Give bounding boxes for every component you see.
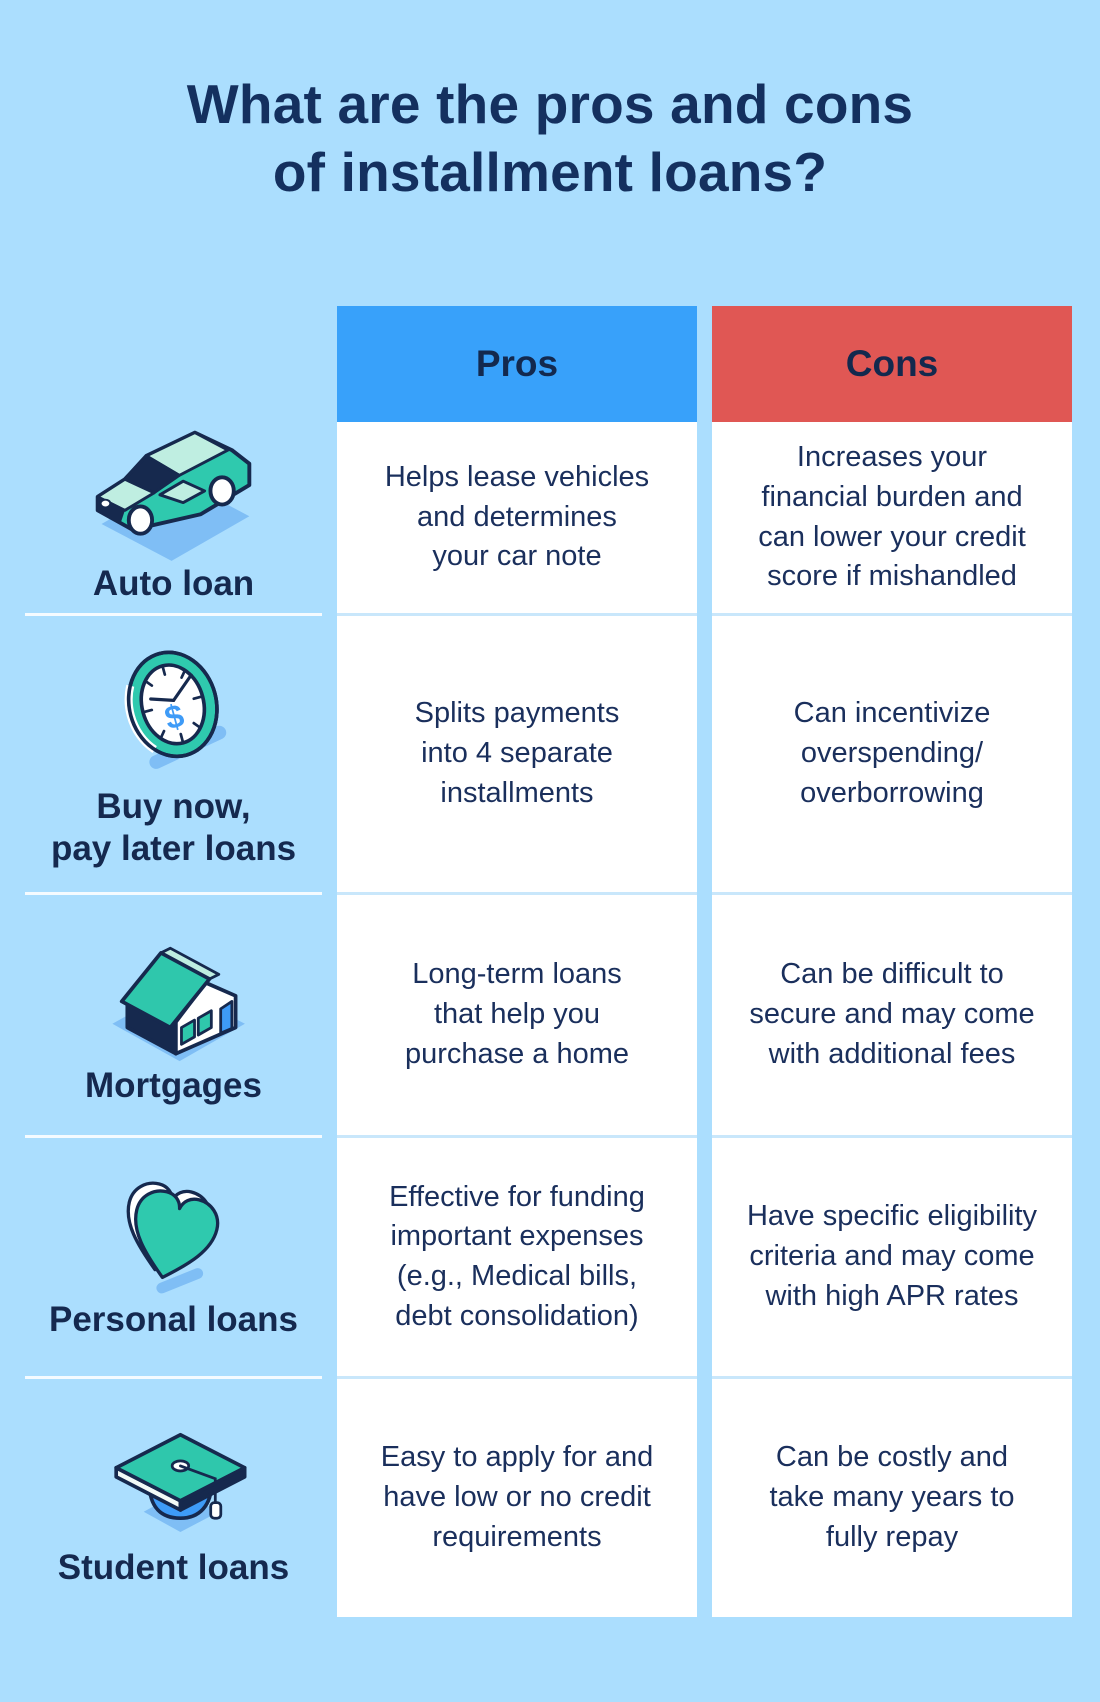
row-label: Mortgages — [85, 1066, 262, 1105]
student-loans-label-block: Student loans — [58, 1407, 289, 1589]
pros-cons-table: Pros Cons Auto loan — [25, 306, 1072, 1617]
row-label-cell-student-loans: Student loans — [25, 1376, 322, 1617]
cons-text: Increases your financial burden and can … — [758, 441, 1026, 593]
pros-cell-personal-loans: Effective for funding important expenses… — [337, 1135, 697, 1376]
personal-loans-label-block: Personal loans — [49, 1173, 298, 1341]
pros-text: Splits payments into 4 separate installm… — [414, 697, 620, 809]
cons-cell-personal-loans: Have specific eligibility criteria and m… — [712, 1135, 1072, 1376]
cons-cell-auto-loan: Increases your financial burden and can … — [712, 422, 1072, 613]
pros-header-label: Pros — [475, 343, 559, 384]
row-label-cell-auto-loan: Auto loan — [25, 422, 322, 613]
car-icon — [95, 430, 252, 561]
cons-text: Can incentivize overspending/ overborrow… — [793, 697, 991, 809]
title-area: What are the pros and cons of installmen… — [0, 0, 1100, 306]
row-label-cell-personal-loans: Personal loans — [25, 1135, 322, 1376]
header-spacer — [25, 306, 322, 422]
row-label: Personal loans — [49, 1300, 298, 1339]
cons-text: Can be difficult to secure and may come … — [749, 958, 1035, 1070]
cons-cell-bnpl: Can incentivize overspending/ overborrow… — [712, 613, 1072, 892]
clock-icon: $ — [124, 647, 227, 769]
cons-text: Can be costly and take many years to ful… — [769, 1441, 1015, 1553]
pros-cell-student-loans: Easy to apply for and have low or no cre… — [337, 1376, 697, 1617]
house-icon — [111, 946, 245, 1062]
row-label-cell-mortgages: Mortgages — [25, 892, 322, 1135]
graduation-cap-icon — [113, 1432, 246, 1532]
pros-cell-auto-loan: Helps lease vehicles and determines your… — [337, 422, 697, 613]
pros-cell-mortgages: Long-term loans that help you purchase a… — [337, 892, 697, 1135]
bnpl-label-block: $ Buy now, pay later loans — [51, 639, 296, 870]
mortgages-label-block: Mortgages — [85, 923, 262, 1107]
pros-text: Helps lease vehicles and determines your… — [384, 460, 650, 573]
row-label-cell-bnpl: $ Buy now, pay later loans — [25, 613, 322, 892]
pros-text: Long-term loans that help you purchase a… — [404, 958, 630, 1070]
cons-column-header: Cons — [712, 306, 1072, 422]
pros-cell-bnpl: Splits payments into 4 separate installm… — [337, 613, 697, 892]
pros-column-header: Pros — [337, 306, 697, 422]
cons-text: Have specific eligibility criteria and m… — [746, 1200, 1038, 1312]
cons-cell-mortgages: Can be difficult to secure and may come … — [712, 892, 1072, 1135]
auto-loan-label-block: Auto loan — [86, 415, 261, 605]
cons-header-label: Cons — [845, 343, 939, 384]
pros-text: Easy to apply for and have low or no cre… — [380, 1441, 654, 1553]
pros-text: Effective for funding important expenses… — [389, 1180, 645, 1332]
row-label: Auto loan — [92, 563, 255, 603]
page-title: What are the pros and cons of installmen… — [186, 72, 914, 203]
row-label: Student loans — [57, 1548, 290, 1587]
heart-icon — [127, 1181, 220, 1294]
cons-cell-student-loans: Can be costly and take many years to ful… — [712, 1376, 1072, 1617]
row-label: Buy now, pay later loans — [50, 786, 297, 868]
